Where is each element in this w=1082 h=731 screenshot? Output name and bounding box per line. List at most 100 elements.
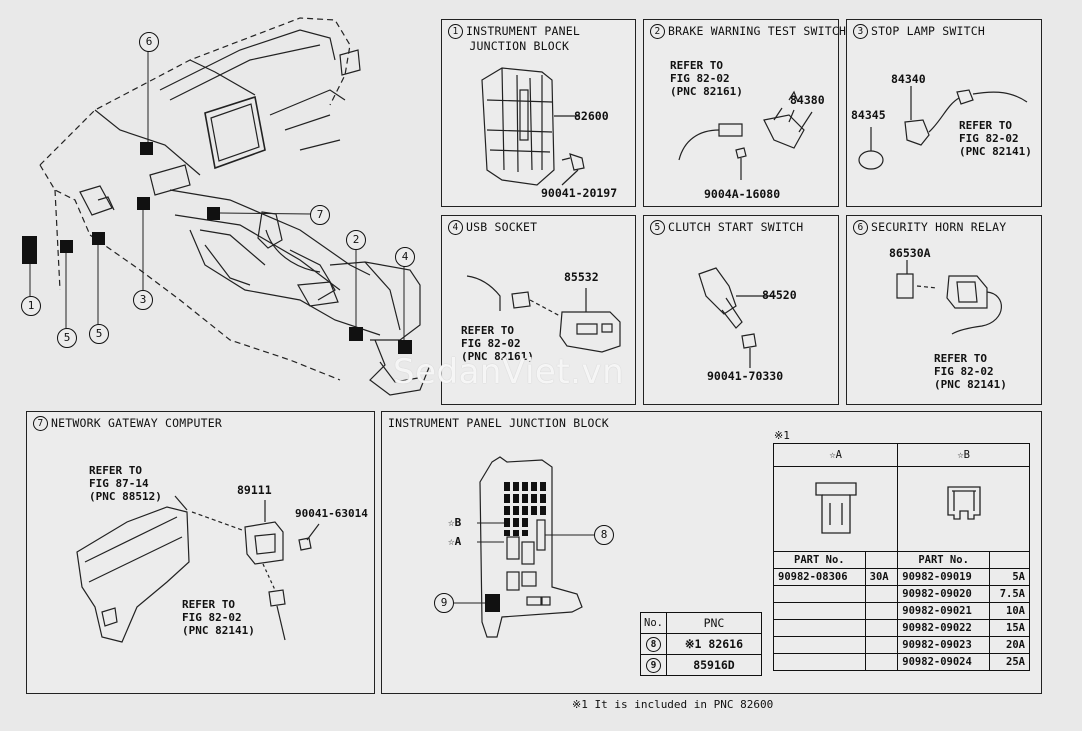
dashboard-illustration [22,17,431,396]
overview-callout-5b: 5 [89,324,109,344]
pnc-row-value: ※1 82616 [665,633,762,655]
star-b-label: ☆B [448,516,462,529]
pnc-row-no-circle: 9 [645,657,661,673]
pnc-table-row: 9 85916D [640,654,762,676]
junction-block-detail-illustration [454,456,594,638]
location-markers [22,142,412,354]
fuse-a-part [773,636,866,654]
part-number-85532: 85532 [564,270,599,284]
pnc-header-no: No. [640,612,667,634]
fuse-a-amp [864,602,899,620]
pnc-table: No. PNC 8 ※1 82616 9 85916D [640,612,762,676]
panel-number: 3 [853,24,868,39]
fuse-a-part [773,619,866,637]
fuse-a-part-header: PART No. [773,551,866,569]
part-number-9004A-16080: 9004A-16080 [704,187,781,201]
fuse-b-amp: 20A [988,636,1031,654]
fuse-a-part [773,585,866,603]
overview-callout-2: 2 [346,230,366,250]
fuse-table: ☆A ☆B PART No. PART No. 90982-083 [772,443,1031,671]
part-number-84340: 84340 [891,72,926,86]
fuse-b-image-cell [897,466,1030,552]
overview-callout-6: 6 [139,32,159,52]
horn-relay-illustration [896,260,1002,335]
fuse-b-part: 90982-09019 [897,568,990,586]
panel-title-text: USB SOCKET [466,220,538,234]
fuse-b-amp: 10A [988,602,1031,620]
pnc-table-row: 8 ※1 82616 [640,633,762,655]
fuse-b-part: 90982-09022 [897,619,990,637]
panel-title-text: SECURITY HORN RELAY [871,220,1007,234]
fuse-a-amp-header [864,551,899,569]
part-number-89111: 89111 [237,483,272,497]
fuse-b-amp: 5A [988,568,1031,586]
panel-number: 5 [650,220,665,235]
fuse-b-amp: 15A [988,619,1031,637]
fuse-b-part-header: PART No. [897,551,990,569]
fuse-b-part: 90982-09023 [897,636,990,654]
panel-title-text: CLUTCH START SWITCH [668,220,804,234]
panel-title-text: STOP LAMP SWITCH [871,24,985,38]
stop-lamp-illustration [858,86,1028,170]
overview-diagram: 6 7 2 4 1 5 5 3 [0,0,440,405]
fuse-image-row [772,466,1030,552]
refer-text: REFER TO FIG 82-02 (PNC 82161) [670,59,743,98]
panel-title-text: NETWORK GATEWAY COMPUTER [51,416,222,430]
fuse-a-amp [864,653,899,671]
junction-block-illustration [481,67,585,186]
overview-callout-7: 7 [310,205,330,225]
fuse-a-icon [814,481,857,534]
fuse-a-part: 90982-08306 [773,568,866,586]
panel-number: 2 [650,24,665,39]
panel-title-text: INSTRUMENT PANEL JUNCTION BLOCK [466,24,580,53]
panel-number: 7 [33,416,48,431]
fuse-a-amp: 30A [864,568,899,586]
part-number-90041-20197: 90041-20197 [541,186,618,200]
fuse-a-image-cell [772,466,899,552]
fuse-b-part: 90982-09021 [897,602,990,620]
usb-socket-illustration [466,275,621,353]
overview-callout-3: 3 [133,290,153,310]
pnc-row-no-circle: 8 [645,636,661,652]
fuse-header-row: ☆A ☆B [772,443,1030,467]
part-number-84520: 84520 [762,288,797,302]
fuse-b-amp: 7.5A [988,585,1031,603]
fuse-subheader-row: PART No. PART No. [773,551,1031,569]
pnc-row-no: 8 [640,633,667,655]
fuse-a-part [773,653,866,671]
part-number-90041-63014: 90041-63014 [295,507,368,520]
fuse-b-icon [946,485,981,520]
fuse-col-b-header: ☆B [897,443,1030,467]
part-number-82600: 82600 [574,109,609,123]
fuse-a-amp [864,636,899,654]
refer-text-fig-82-02: REFER TO FIG 82-02 (PNC 82141) [182,598,255,637]
junction-callout-8: 8 [594,525,614,545]
panel-number: 6 [853,220,868,235]
fuse-b-part: 90982-09020 [897,585,990,603]
refer-text: REFER TO FIG 82-02 (PNC 82141) [959,119,1032,158]
brake-switch-illustration [678,90,813,180]
refer-text: REFER TO FIG 82-02 (PNC 82161) [461,324,534,363]
watermark: SedanViet.vn [393,352,625,392]
fuse-b-amp-header [988,551,1031,569]
fuse-a-amp [864,619,899,637]
fuse-col-a-header: ☆A [772,443,899,467]
part-number-84345: 84345 [851,108,886,122]
overview-callout-4: 4 [395,247,415,267]
